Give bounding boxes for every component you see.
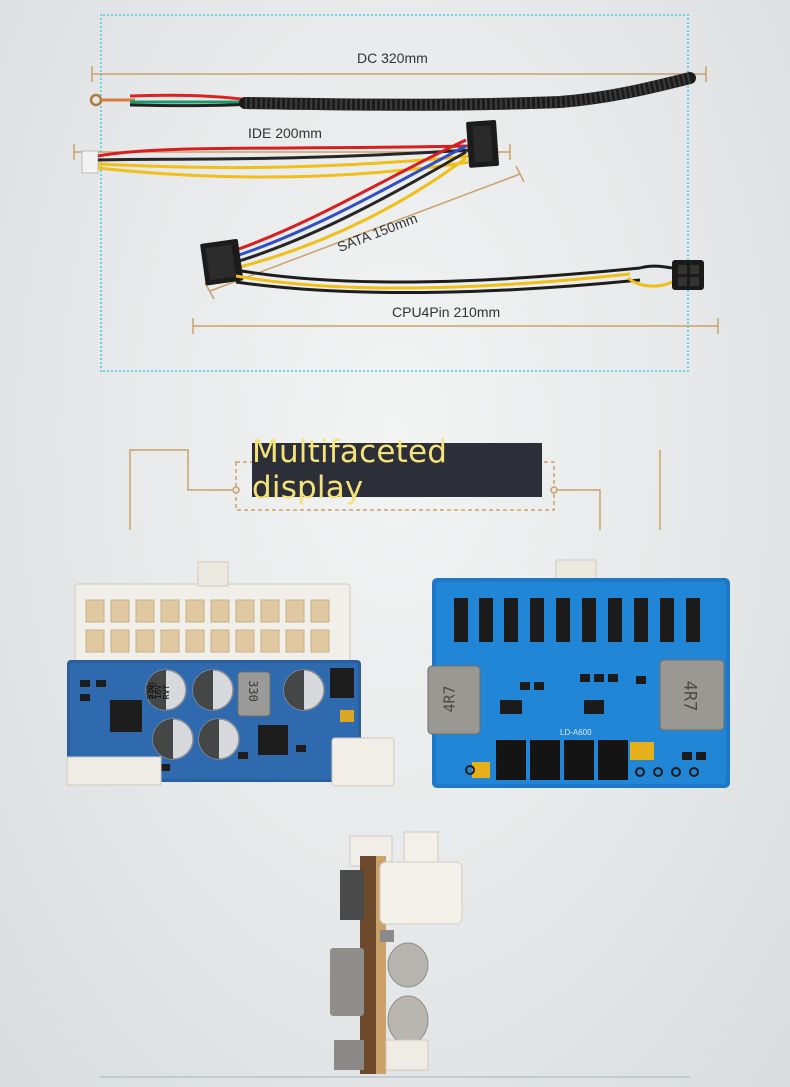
sata-cable: [235, 138, 467, 270]
sata-dimension-line: [204, 165, 525, 300]
cpu4pin-dimension-line: [192, 318, 719, 334]
svg-text:220: 220: [148, 682, 159, 700]
board-front: [66, 561, 395, 787]
capacitor-labels: 220: [148, 682, 159, 700]
cpu4pin-connector: [672, 260, 704, 290]
sata-connector-bottom: [200, 238, 244, 286]
capacitor-print-1: 220 16V RVT: [146, 684, 172, 700]
cap-series-text: RVT: [162, 684, 172, 700]
dc-length-label: DC 320mm: [357, 50, 428, 66]
cpu4pin-length-label: CPU4Pin 210mm: [392, 304, 501, 320]
ide-cable: [81, 144, 471, 179]
inductor-print-back-right: 4R7: [679, 680, 700, 712]
ide-length-label: IDE 200mm: [248, 125, 322, 141]
sata-connector-top: [466, 120, 500, 168]
title-ornament: [129, 449, 661, 530]
inductor-print-back-left: 4R7: [440, 685, 459, 713]
inductor-print-front: 330: [245, 680, 260, 702]
section-title: Multifaceted display: [252, 434, 448, 506]
cpu4pin-cable: [235, 264, 673, 295]
board-back: [427, 559, 730, 788]
dc-dimension-line: [91, 66, 707, 82]
cable-diagram-frame: [100, 14, 689, 372]
dc-cable: [89, 72, 696, 111]
board-side: [330, 831, 463, 1074]
board-silkscreen: LD-A600: [560, 728, 592, 737]
section-title-box: Multifaceted display: [252, 434, 542, 506]
